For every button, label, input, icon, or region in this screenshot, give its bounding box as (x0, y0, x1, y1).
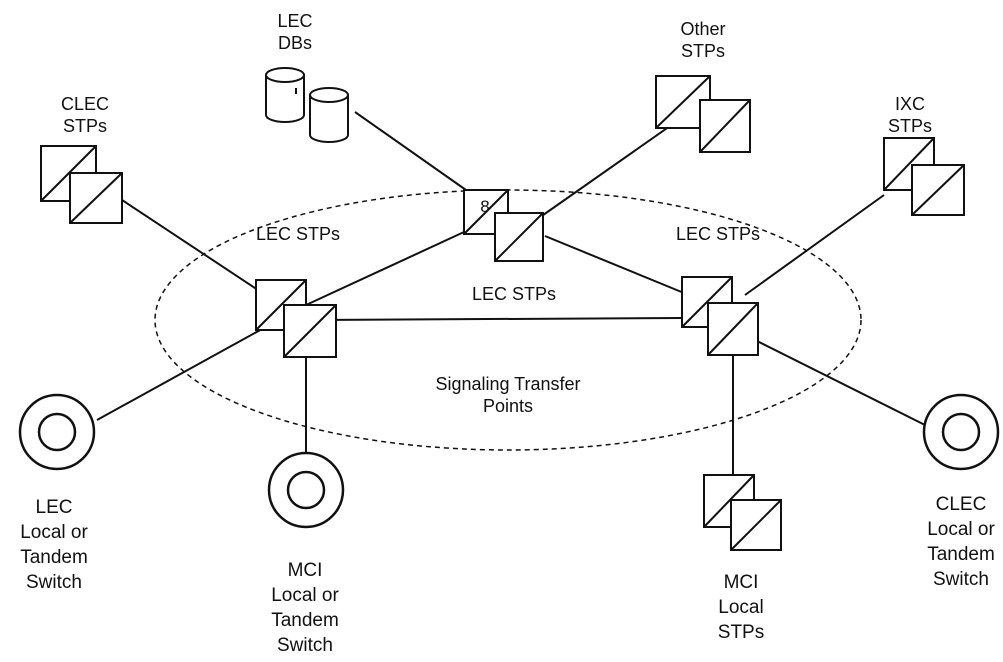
signaling-transfer-points-label: Signaling Transfer Points (435, 374, 581, 416)
mci-switch-icon (267, 451, 345, 529)
link-center-stp-to-other-stps (535, 111, 691, 221)
link-right-stp-to-clec-switch (754, 339, 926, 426)
right-lec-stp-pair-icon (681, 276, 759, 356)
clec-switch-icon (922, 393, 1000, 471)
mci-switch-label: MCI Local or Tandem Switch (271, 560, 339, 656)
center-lec-stp-pair-icon (463, 189, 544, 262)
lec-switch-label: LEC Local or Tandem Switch (20, 497, 88, 593)
link-lec-switch-to-lec-stp (96, 317, 283, 421)
link-center-stp-to-right-stp (544, 235, 685, 294)
center-stp-mark: 8 (480, 197, 490, 216)
lec-dbs-label: LEC DBs (277, 11, 313, 53)
link-clec-stp-to-lec-stp-left (121, 199, 259, 291)
lec-switch-icon (18, 393, 96, 471)
left-lec-stp-pair-icon (255, 279, 337, 358)
lec-stps-center-label: LEC STPs (471, 284, 557, 304)
clec-stps-label: CLEC STPs (60, 94, 110, 136)
lec-db-icon (265, 67, 349, 143)
lec-stps-right-label: LEC STPs (675, 224, 761, 244)
clec-switch-label: CLEC Local or Tandem Switch (927, 494, 995, 590)
lec-stps-left-label: LEC STPs (255, 224, 341, 244)
mci-local-stp-pair-icon (703, 474, 782, 551)
link-lec-stp-left-to-center (305, 231, 465, 306)
link-right-stp-to-ixc-stps (744, 194, 885, 296)
link-db-to-center-stp (354, 111, 467, 191)
ixc-stp-pair-icon (883, 137, 965, 216)
clec-stp-pair-icon (40, 145, 123, 224)
link-lec-stp-left-to-right (311, 317, 683, 321)
other-stp-pair-icon (655, 75, 751, 153)
other-stps-label: Other STPs (680, 19, 726, 61)
mci-local-stps-label: MCI Local STPs (717, 572, 765, 643)
ixc-stps-label: IXC STPs (887, 94, 933, 136)
